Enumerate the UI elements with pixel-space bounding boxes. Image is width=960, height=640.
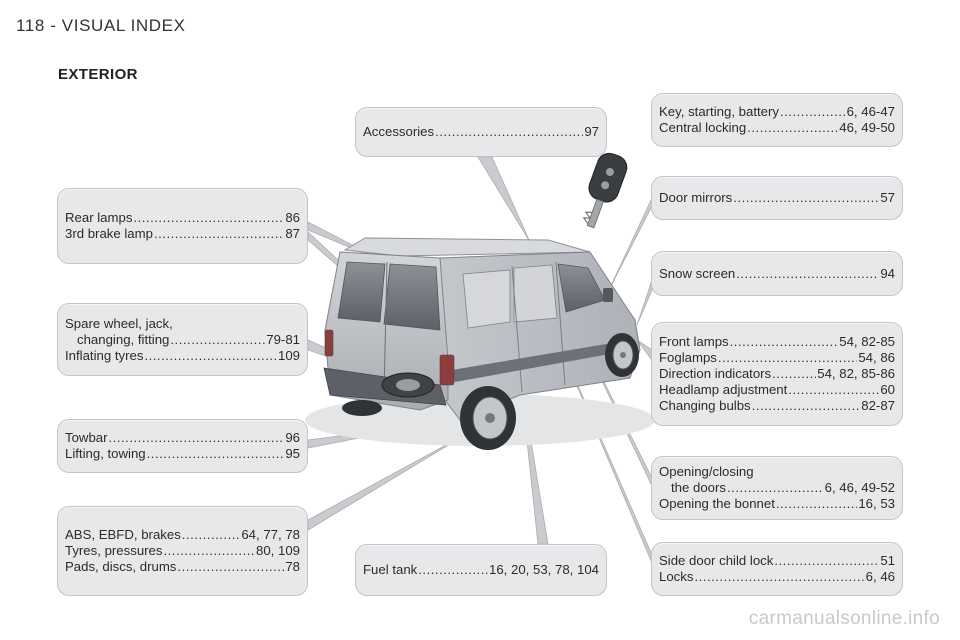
abs-entry: ABS, EBFD, brakes 64, 77, 78 — [65, 527, 300, 543]
opening-bonnet-entry: Opening the bonnet 16, 53 — [659, 496, 895, 512]
spare-wheel-heading: Spare wheel, jack, — [65, 315, 173, 331]
key-illustration — [582, 152, 628, 229]
accessories-box: Accessories 97 — [355, 107, 607, 157]
snow-screen-box: Snow screen 94 — [651, 251, 903, 296]
leader-accessories — [477, 156, 531, 243]
rear-lamps-box: Rear lamps 86 3rd brake lamp 87 — [57, 188, 308, 264]
van-illustration — [305, 237, 655, 450]
side-door-box: Side door child lock 51 Locks 6, 46 — [651, 542, 903, 596]
central-locking-entry: Central locking 46, 49-50 — [659, 120, 895, 136]
opening-box: Opening/closing the doors 6, 46, 49-52 O… — [651, 456, 903, 520]
tyres-pressures-entry: Tyres, pressures 80, 109 — [65, 543, 300, 559]
door-mirrors-box: Door mirrors 57 — [651, 176, 903, 220]
fuel-tank-entry: Fuel tank 16, 20, 53, 78, 104 — [363, 562, 599, 578]
leader-abs — [307, 431, 471, 531]
towbar-box: Towbar 96 Lifting, towing 95 — [57, 419, 308, 473]
foglamps-entry: Foglamps 54, 86 — [659, 350, 895, 366]
the-doors-entry: the doors 6, 46, 49-52 — [659, 480, 895, 496]
pads-discs-drums-entry: Pads, discs, drums 78 — [65, 559, 300, 575]
front-lamps-box: Front lamps 54, 82-85 Foglamps 54, 86 Di… — [651, 322, 903, 426]
locks-entry: Locks 6, 46 — [659, 569, 895, 585]
direction-indicators-entry: Direction indicators 54, 82, 85-86 — [659, 366, 895, 382]
lifting-towing-entry: Lifting, towing 95 — [65, 446, 300, 462]
side-door-child-lock-entry: Side door child lock 51 — [659, 553, 895, 569]
changing-bulbs-entry: Changing bulbs 82-87 — [659, 398, 895, 414]
headlamp-adjustment-entry: Headlamp adjustment 60 — [659, 382, 895, 398]
accessories-entry: Accessories 97 — [363, 124, 599, 140]
abs-box: ABS, EBFD, brakes 64, 77, 78 Tyres, pres… — [57, 506, 308, 596]
3rd-brake-lamp-entry: 3rd brake lamp 87 — [65, 226, 300, 242]
key-starting-entry: Key, starting, battery 6, 46-47 — [659, 104, 895, 120]
towbar-entry: Towbar 96 — [65, 430, 300, 446]
watermark: carmanualsonline.info — [748, 608, 940, 629]
inflating-tyres-entry: Inflating tyres 109 — [65, 348, 300, 364]
page-header: 118 - VISUAL INDEX — [16, 16, 186, 35]
rear-lamps-entry: Rear lamps 86 — [65, 210, 300, 226]
door-mirrors-entry: Door mirrors 57 — [659, 190, 895, 206]
opening-closing-heading: Opening/closing — [659, 464, 754, 479]
section-title: EXTERIOR — [58, 66, 138, 83]
leader-door-mirrors — [607, 197, 653, 293]
fuel-tank-box: Fuel tank 16, 20, 53, 78, 104 — [355, 544, 607, 596]
snow-screen-entry: Snow screen 94 — [659, 266, 895, 282]
changing-fitting-entry: changing, fitting 79-81 — [65, 332, 300, 348]
key-box: Key, starting, battery 6, 46-47 Central … — [651, 93, 903, 147]
spare-wheel-box: Spare wheel, jack, changing, fitting 79-… — [57, 303, 308, 376]
front-lamps-entry: Front lamps 54, 82-85 — [659, 334, 895, 350]
leader-snow-screen — [636, 279, 653, 326]
